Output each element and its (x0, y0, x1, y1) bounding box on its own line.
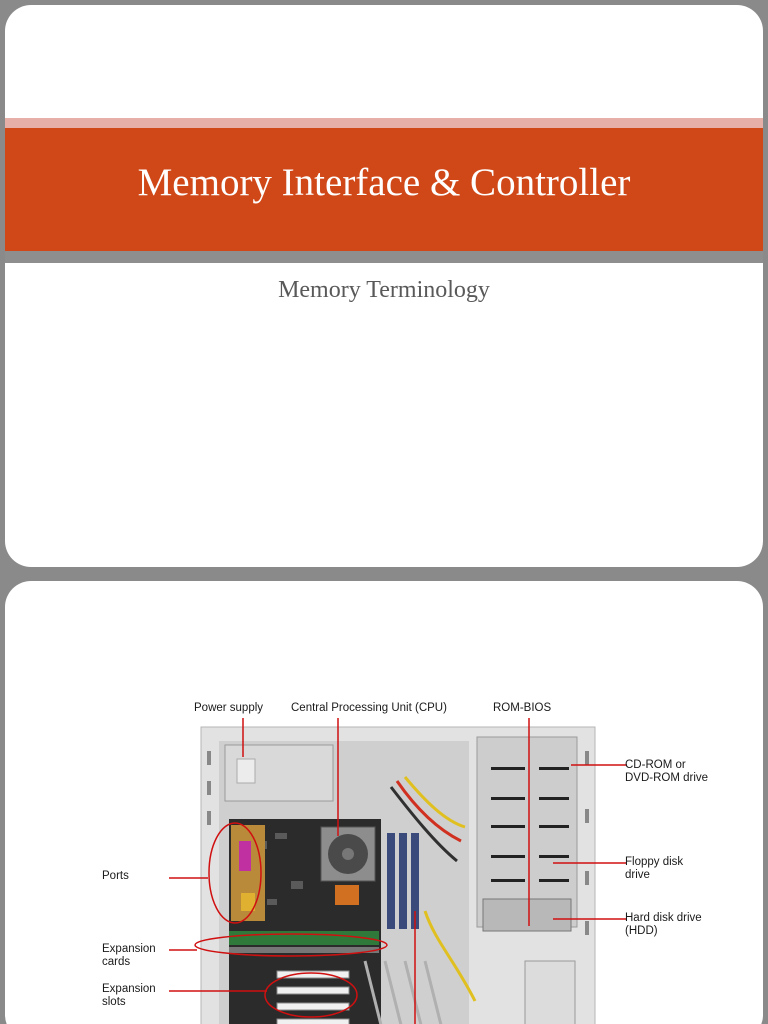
label-hdd: Hard disk drive (HDD) (625, 912, 702, 937)
title-band-bottom-stripe (5, 251, 763, 263)
label-rom-bios: ROM-BIOS (493, 702, 552, 714)
computer-diagram-slide: Power supply Central Processing Unit (CP… (5, 581, 763, 1024)
label-cpu: Central Processing Unit (CPU) (291, 702, 447, 714)
slide-title: Memory Interface & Controller (137, 161, 631, 204)
expansion-card (229, 931, 379, 945)
expansion-slot-group (276, 970, 350, 1024)
leader-lines (169, 718, 627, 1024)
ram-modules (387, 833, 419, 929)
title-band-top-stripe (5, 118, 763, 128)
label-expansion-slots: Expansion slots (102, 983, 156, 1008)
ribbon-cable (363, 960, 443, 1024)
computer-case-illustration (169, 718, 627, 1024)
case-rail-slots (207, 751, 589, 935)
cpu-chip (335, 885, 359, 905)
title-slide: Memory Interface & Controller Memory Ter… (5, 5, 763, 567)
lower-bay (524, 960, 576, 1024)
label-expansion-cards: Expansion cards (102, 943, 156, 968)
label-floppy: Floppy disk drive (625, 856, 684, 881)
label-power-supply: Power supply (194, 702, 264, 714)
title-band (5, 128, 763, 251)
label-ports: Ports (102, 870, 129, 882)
slide-subtitle: Memory Terminology (278, 277, 490, 303)
hard-disk-drive (482, 898, 572, 932)
label-cdrom: CD-ROM or DVD-ROM drive (625, 759, 709, 784)
power-cables (389, 776, 477, 1002)
